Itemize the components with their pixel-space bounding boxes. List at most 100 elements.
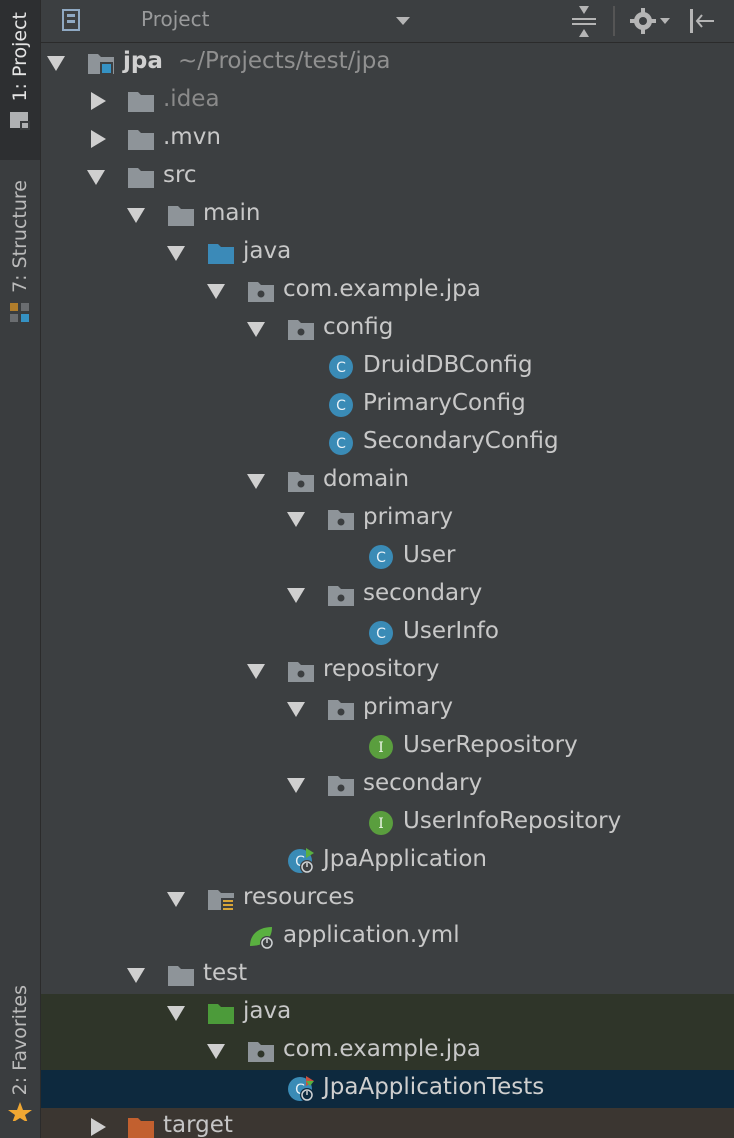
tree-item-test-package[interactable]: com.example.jpa — [41, 1032, 734, 1070]
tree-item-label: primary — [363, 694, 454, 720]
tree-item-java-test[interactable]: java — [41, 994, 734, 1032]
package-icon — [328, 776, 354, 796]
tree-item-label: UserInfoRepository — [403, 808, 622, 834]
tree-item-label: JpaApplicationTests — [323, 1074, 545, 1100]
svg-text:I: I — [378, 816, 384, 832]
class-icon: C — [329, 355, 353, 379]
expand-arrow-icon[interactable] — [167, 1006, 185, 1021]
package-icon — [328, 700, 354, 720]
package-icon — [248, 282, 274, 302]
tree-item-label: User — [403, 542, 456, 568]
expand-arrow-icon[interactable] — [91, 92, 106, 110]
tree-item-idea[interactable]: .idea — [41, 82, 734, 120]
package-icon — [328, 510, 354, 530]
tree-item-userrepository[interactable]: I UserRepository — [41, 728, 734, 766]
tree-item-application-yml[interactable]: application.yml — [41, 918, 734, 956]
tree-item-mvn[interactable]: .mvn — [41, 120, 734, 158]
tree-item-domain-secondary[interactable]: secondary — [41, 576, 734, 614]
favorites-tool-button[interactable]: 2: Favorites — [0, 985, 40, 1138]
interface-icon: I — [369, 735, 393, 759]
tree-item-label: resources — [243, 884, 355, 910]
tree-item-domain[interactable]: domain — [41, 462, 734, 500]
hide-panel-icon[interactable] — [687, 0, 717, 42]
tree-item-userinfo[interactable]: C UserInfo — [41, 614, 734, 652]
expand-arrow-icon[interactable] — [287, 778, 305, 793]
tree-item-src[interactable]: src — [41, 158, 734, 196]
tree-item-druiddbconfig[interactable]: C DruidDBConfig — [41, 348, 734, 386]
tree-item-userinforepository[interactable]: I UserInfoRepository — [41, 804, 734, 842]
tree-item-label: DruidDBConfig — [363, 352, 533, 378]
folder-icon — [168, 206, 194, 226]
tree-item-domain-primary[interactable]: primary — [41, 500, 734, 538]
expand-arrow-icon[interactable] — [127, 208, 145, 223]
tree-item-label: com.example.jpa — [283, 1036, 481, 1062]
project-tool-button[interactable]: 1: Project — [0, 0, 40, 160]
structure-tool-button[interactable]: 7: Structure — [0, 180, 40, 350]
gear-icon[interactable] — [629, 0, 673, 42]
class-icon: C — [329, 431, 353, 455]
favorites-tool-label: 2: Favorites — [9, 985, 31, 1096]
chevron-down-icon[interactable] — [393, 0, 413, 42]
expand-arrow-icon[interactable] — [87, 170, 105, 185]
tree-item-target[interactable]: target — [41, 1108, 734, 1138]
view-selector[interactable]: Project — [141, 7, 210, 31]
expand-arrow-icon[interactable] — [91, 130, 106, 148]
tree-item-repository-primary[interactable]: primary — [41, 690, 734, 728]
expand-arrow-icon[interactable] — [287, 588, 305, 603]
tree-item-label: config — [323, 314, 394, 340]
expand-arrow-icon[interactable] — [207, 1044, 225, 1059]
resources-folder-icon — [208, 890, 234, 911]
collapse-all-icon[interactable] — [569, 0, 599, 42]
expand-arrow-icon[interactable] — [91, 1118, 106, 1136]
expand-arrow-icon[interactable] — [247, 322, 265, 337]
folder-icon — [128, 168, 154, 188]
expand-arrow-icon[interactable] — [167, 246, 185, 261]
svg-text:C: C — [376, 626, 386, 642]
spring-boot-class-icon: C — [288, 848, 314, 874]
tool-window-header: Project — [41, 0, 734, 43]
class-icon: C — [369, 545, 393, 569]
tree-item-main[interactable]: main — [41, 196, 734, 234]
expand-arrow-icon[interactable] — [167, 892, 185, 907]
excluded-folder-icon — [128, 1118, 154, 1138]
tree-item-package[interactable]: com.example.jpa — [41, 272, 734, 310]
tree-item-config[interactable]: config — [41, 310, 734, 348]
tree-item-label: target — [163, 1112, 233, 1138]
tree-item-jpa[interactable]: jpa ~/Projects/test/jpa — [41, 44, 734, 82]
tree-item-jpaapplicationtests[interactable]: C JpaApplicationTests — [41, 1070, 734, 1108]
class-icon: C — [329, 393, 353, 417]
tree-item-label: src — [163, 162, 197, 188]
tree-item-label: application.yml — [283, 922, 460, 948]
tree-item-label: main — [203, 200, 261, 226]
tree-item-jpaapplication[interactable]: C JpaApplication — [41, 842, 734, 880]
tree-item-repository[interactable]: repository — [41, 652, 734, 690]
tree-item-label: secondary — [363, 770, 483, 796]
tree-item-label: jpa — [123, 48, 163, 74]
tree-item-java-source[interactable]: java — [41, 234, 734, 272]
svg-text:C: C — [336, 360, 346, 376]
expand-arrow-icon[interactable] — [287, 702, 305, 717]
tool-window-strip: 1: Project 7: Structure 2: Favorites — [0, 0, 41, 1138]
tree-item-test[interactable]: test — [41, 956, 734, 994]
tree-item-label: UserRepository — [403, 732, 578, 758]
tree-item-label: repository — [323, 656, 440, 682]
tree-item-primaryconfig[interactable]: C PrimaryConfig — [41, 386, 734, 424]
expand-arrow-icon[interactable] — [47, 56, 65, 71]
tree-item-label: primary — [363, 504, 454, 530]
class-icon: C — [369, 621, 393, 645]
tree-item-user[interactable]: C User — [41, 538, 734, 576]
package-icon — [288, 320, 314, 340]
tree-item-resources[interactable]: resources — [41, 880, 734, 918]
tree-item-label: java — [243, 998, 292, 1024]
expand-arrow-icon[interactable] — [287, 512, 305, 527]
tree-item-label: .mvn — [163, 124, 221, 150]
expand-arrow-icon[interactable] — [247, 474, 265, 489]
folder-icon — [128, 92, 154, 112]
expand-arrow-icon[interactable] — [207, 284, 225, 299]
tree-item-repository-secondary[interactable]: secondary — [41, 766, 734, 804]
expand-arrow-icon[interactable] — [127, 968, 145, 983]
tree-item-secondaryconfig[interactable]: C SecondaryConfig — [41, 424, 734, 462]
tree-item-label: java — [243, 238, 292, 264]
expand-arrow-icon[interactable] — [247, 664, 265, 679]
